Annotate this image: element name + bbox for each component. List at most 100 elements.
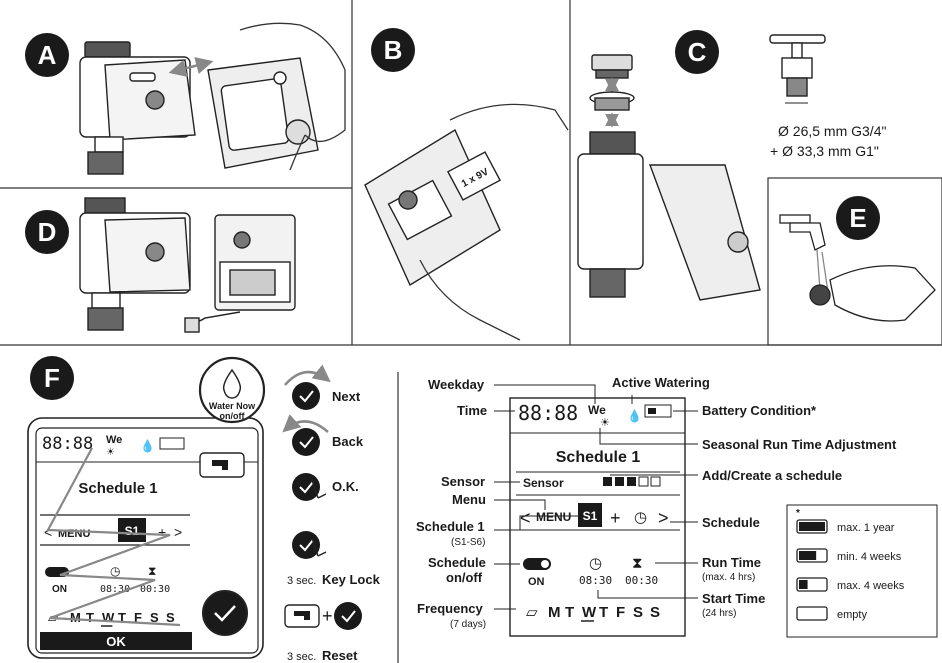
control-back-label: Back <box>332 434 364 449</box>
panel-c-letter: C <box>688 37 707 67</box>
tap-illustration <box>769 34 826 97</box>
panel-c-badge: C <box>675 30 719 74</box>
callout-schedule-1: Schedule 1 <box>416 519 485 534</box>
right-weekday: We <box>588 403 606 417</box>
water-now-button[interactable]: Water Now on/off <box>198 356 266 424</box>
panel-a: A <box>25 22 346 175</box>
spec-line-2: + Ø 33,3 mm G1" <box>770 143 879 159</box>
battery-9v: 1 x 9V <box>447 151 502 201</box>
right-day-0: M <box>548 604 561 621</box>
callout-schedule-onoff-1: Schedule <box>428 555 486 570</box>
control-ok-label: O.K. <box>332 479 359 494</box>
control-back[interactable]: Back <box>282 414 364 456</box>
left-plus: + <box>158 524 166 540</box>
plus-icon: + <box>322 606 333 626</box>
left-schedule-title: Schedule 1 <box>78 480 157 497</box>
panel-b-letter: B <box>384 35 403 65</box>
callout-time: Time <box>457 403 487 418</box>
callouts <box>494 384 698 610</box>
control-key-lock-label: Key Lock <box>322 572 381 587</box>
battery-legend-label-0: max. 1 year <box>837 522 895 534</box>
right-day-5: S <box>633 604 643 621</box>
panel-f-letter: F <box>44 363 60 393</box>
control-panel-open <box>364 128 501 287</box>
left-menu-prev: < <box>44 524 52 540</box>
panel-a-badge: A <box>25 33 69 77</box>
right-hourglass-icon: ⧗ <box>632 555 643 572</box>
right-clock-icon: ◷ <box>589 555 602 572</box>
callout-battery: Battery Condition* <box>702 403 817 418</box>
left-weekday: We <box>106 434 122 446</box>
tap-key[interactable] <box>199 452 245 478</box>
tap-timer-device-d <box>79 197 191 331</box>
left-clock-icon: ◷ <box>110 564 120 578</box>
right-frequency-icon: ▱ <box>526 604 538 621</box>
right-clock-symbol: ◷ <box>634 509 647 526</box>
control-next-label: Next <box>332 389 361 404</box>
control-panel <box>207 57 319 169</box>
callout-frequency-sub: (7 days) <box>450 619 486 630</box>
left-on-label: ON <box>52 584 67 595</box>
left-schedule-id: S1 <box>125 524 140 538</box>
panel-e-badge: E <box>836 196 880 240</box>
callout-start-time-sub: (24 hrs) <box>702 608 736 619</box>
panel-b-badge: B <box>371 28 415 72</box>
control-key-lock[interactable]: 3 sec. Key Lock <box>287 531 381 587</box>
panel-d-badge: D <box>25 210 69 254</box>
panel-a-letter: A <box>38 40 57 70</box>
right-display: 88:88 We ☀ 💧 Schedule 1 Sensor < MENU S1… <box>509 397 686 637</box>
control-next[interactable]: Next <box>284 364 361 410</box>
left-clock: 88:88 <box>42 434 93 454</box>
left-ok-bar <box>40 632 192 650</box>
panel-f-badge: F <box>30 356 74 400</box>
ok-button-large[interactable] <box>202 590 248 636</box>
right-sensor-label: Sensor <box>523 476 564 490</box>
water-now-label-1: Water Now <box>209 401 256 411</box>
callout-schedule: Schedule <box>702 515 760 530</box>
left-start-time: 08:30 <box>100 584 130 595</box>
callout-schedule-1-sub: (S1-S6) <box>451 537 485 548</box>
panel-c: C Ø 26,5 mm G3/4" + Ø 33,3 mm G1" <box>577 30 886 301</box>
battery-legend-asterisk: * <box>796 508 800 519</box>
control-reset[interactable]: + 3 sec. Reset <box>284 602 362 663</box>
left-sun-icon: ☀ <box>106 447 115 458</box>
panel-d-letter: D <box>38 217 57 247</box>
control-ok[interactable]: O.K. <box>292 473 359 501</box>
left-run-time: 00:30 <box>140 584 170 595</box>
left-day-0: M <box>70 610 81 625</box>
right-menu-prev: < <box>520 508 531 528</box>
tap-timer-side <box>577 131 761 301</box>
callout-run-time-sub: (max. 4 hrs) <box>702 572 755 583</box>
panel-open-d <box>184 214 296 333</box>
callout-run-time: Run Time <box>702 555 761 570</box>
right-next: > <box>658 508 669 528</box>
battery-legend-fill-0 <box>799 522 825 531</box>
left-day-4: F <box>134 610 142 625</box>
right-drop-icon: 💧 <box>627 409 642 423</box>
panel-d: D <box>25 197 296 333</box>
battery-legend-label-1: min. 4 weeks <box>837 551 902 563</box>
panel-b: B 1 x 9V <box>364 28 569 341</box>
right-on-label: ON <box>528 576 545 588</box>
callout-add-schedule: Add/Create a schedule <box>702 468 842 483</box>
right-clock: 88:88 <box>518 401 578 425</box>
panel-e: E <box>779 196 936 322</box>
callout-menu: Menu <box>452 492 486 507</box>
right-sun-icon: ☀ <box>600 417 610 429</box>
tap-timer-device <box>79 41 196 175</box>
spec-line-1: Ø 26,5 mm G3/4" <box>778 123 886 139</box>
hand-outline <box>239 22 346 142</box>
navigation-path <box>46 447 181 627</box>
callout-frequency: Frequency <box>417 601 484 616</box>
left-drop-icon: 💧 <box>140 439 155 453</box>
left-hourglass-icon: ⧗ <box>148 564 156 578</box>
left-day-5: S <box>150 610 159 625</box>
right-run-time: 00:30 <box>625 574 658 587</box>
battery-legend-icon-3 <box>796 606 828 621</box>
control-reset-label: Reset <box>322 648 358 663</box>
right-s1-box <box>578 503 602 527</box>
